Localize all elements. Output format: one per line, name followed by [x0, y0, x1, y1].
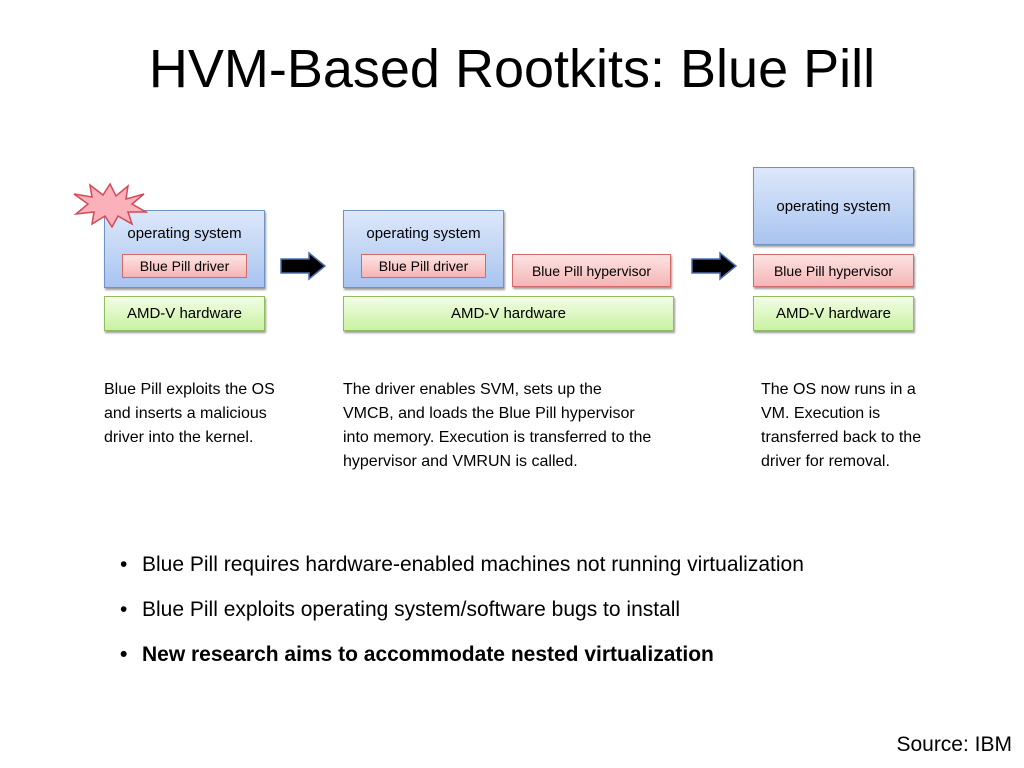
stage2-driver-label: Blue Pill driver [378, 258, 469, 274]
bullet-icon: • [120, 643, 128, 666]
stage2-blue-pill-driver: Blue Pill driver [361, 254, 486, 278]
bullet-list: • Blue Pill requires hardware-enabled ma… [120, 550, 804, 685]
stage3-amd-v-hardware: AMD-V hardware [753, 296, 914, 331]
stage3-hypervisor-label: Blue Pill hypervisor [773, 263, 894, 279]
bullet-item: • Blue Pill requires hardware-enabled ma… [120, 550, 804, 580]
bullet-text: Blue Pill exploits operating system/soft… [142, 598, 681, 621]
stage2-hardware-label: AMD-V hardware [450, 305, 567, 322]
bullet-icon: • [120, 553, 128, 576]
stage1-amd-v-hardware: AMD-V hardware [104, 296, 265, 331]
stage2-os-label: operating system [366, 225, 481, 242]
stage1-blue-pill-driver: Blue Pill driver [122, 254, 247, 278]
explosion-burst-icon [73, 182, 148, 228]
slide-title: HVM-Based Rootkits: Blue Pill [148, 39, 876, 99]
stage2-caption: The driver enables SVM, sets up the VMCB… [343, 381, 652, 470]
stage3-blue-pill-hypervisor: Blue Pill hypervisor [753, 254, 914, 287]
stage3-operating-system: operating system [753, 167, 914, 245]
bullet-item: • New research aims to accommodate neste… [120, 640, 804, 670]
stage3-caption: The OS now runs in a VM. Execution is tr… [761, 381, 922, 470]
bullet-item: • Blue Pill exploits operating system/so… [120, 595, 804, 625]
right-arrow-icon [280, 251, 327, 281]
stage1-hardware-label: AMD-V hardware [126, 305, 243, 322]
bullet-text: Blue Pill requires hardware-enabled mach… [142, 553, 804, 576]
bullet-icon: • [120, 598, 128, 621]
stage2-amd-v-hardware: AMD-V hardware [343, 296, 674, 331]
stage1-os-label: operating system [127, 225, 242, 242]
stage1-caption: Blue Pill exploits the OS and inserts a … [104, 381, 275, 446]
stage3-os-label: operating system [776, 198, 891, 215]
stage3-hardware-label: AMD-V hardware [775, 305, 892, 322]
stage2-blue-pill-hypervisor: Blue Pill hypervisor [512, 254, 671, 287]
bullet-text: New research aims to accommodate nested … [142, 643, 714, 666]
stage1-driver-label: Blue Pill driver [139, 258, 230, 274]
source-note: Source: IBM [896, 733, 1012, 756]
right-arrow-icon [691, 251, 738, 281]
stage2-hypervisor-label: Blue Pill hypervisor [531, 263, 652, 279]
